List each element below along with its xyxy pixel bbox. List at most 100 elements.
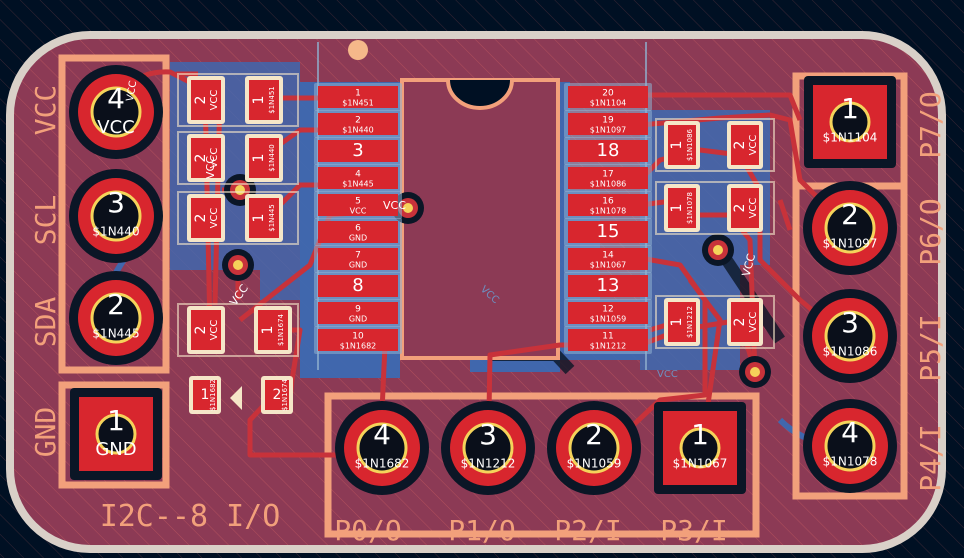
ic-pad-number: 13 <box>597 275 620 296</box>
ic-pad-number: 7 <box>355 251 361 261</box>
ic-pad-4[interactable]: 4$1N445 <box>314 164 402 192</box>
bottom_header-pad-number: 3 <box>479 418 497 451</box>
smd-pad-number: 2 <box>273 387 282 403</box>
ic-pad-20[interactable]: 20$1N1104 <box>564 83 652 111</box>
smd-pad-number: 1 <box>669 204 685 213</box>
bottom_header-pad-number: 2 <box>585 418 603 451</box>
bottom_header-pad-3[interactable]: 3$1N1212 <box>441 401 535 495</box>
smd-pad[interactable]: 1$1N1212 <box>664 298 700 346</box>
bottom_header-pad-1[interactable]: 1$1N1067 <box>654 402 746 494</box>
smd-pad[interactable]: 2$1N1674 <box>261 376 293 414</box>
left_header-pad-3[interactable]: 3$1N440 <box>69 169 163 263</box>
ic-pad-15[interactable]: 15 <box>564 218 652 246</box>
silk-sda: SDA <box>29 297 62 348</box>
net-label-vcc-header: VCC <box>125 80 139 102</box>
ic-pad-net: $1N1682 <box>340 342 377 351</box>
ic-pad-number: 15 <box>597 221 620 242</box>
smd-pad-net: $1N451 <box>268 86 276 114</box>
right_header-pad-number: 3 <box>841 306 859 339</box>
ic-pad-10[interactable]: 10$1N1682 <box>314 326 402 354</box>
smd-pad[interactable]: 1$1N1682 <box>189 376 221 414</box>
smd-pad[interactable]: 1$1N440 <box>245 134 283 182</box>
ic-pad-net: $1N1067 <box>590 261 627 270</box>
ic-pad-1[interactable]: 1$1N451 <box>314 83 402 111</box>
smd-pad[interactable]: 1$1N451 <box>245 76 283 124</box>
left_header-pad-number: 1 <box>107 404 125 437</box>
smd-pad-number: 1 <box>201 387 210 403</box>
ic-pad-19[interactable]: 19$1N1097 <box>564 110 652 138</box>
smd-pad[interactable]: 1$1N1086 <box>664 121 700 169</box>
ic-body <box>400 78 560 360</box>
ic-pad-13[interactable]: 13 <box>564 272 652 300</box>
right_header-pad-2[interactable]: 2$1N1097 <box>803 181 897 275</box>
left_header-pad-2[interactable]: 2$1N445 <box>69 271 163 365</box>
ic-pads: 1$1N4512$1N44034$1N4455VCC6GND7GND89GND1… <box>314 83 652 354</box>
silk-p5: P5/I <box>914 314 947 381</box>
ic-pad-net: $1N1097 <box>590 126 627 135</box>
ic-pad-number: 20 <box>602 89 614 99</box>
ic-pad-8[interactable]: 8 <box>314 272 402 300</box>
smd-pad-number: 2 <box>193 326 209 335</box>
smd-part-left-4 <box>177 303 299 357</box>
ic-pad-3[interactable]: 3 <box>314 137 402 165</box>
right_header-pad-net: $1N1086 <box>823 345 878 359</box>
ic-pad-net: GND <box>349 315 367 324</box>
ic-pad-2[interactable]: 2$1N440 <box>314 110 402 138</box>
smd-pad-net: VCC <box>748 312 759 333</box>
bottom_header-pad-2[interactable]: 2 $1N1059 <box>547 401 641 495</box>
silk-gnd: GND <box>29 407 62 458</box>
right_header-pad-number: 1 <box>841 92 859 125</box>
right_header-pad-1[interactable]: 1$1N1104 <box>804 76 896 168</box>
smd-pad[interactable]: 1$1N445 <box>245 194 283 242</box>
ic-pad-net: $1N451 <box>342 99 373 108</box>
smd-pad-net: $1N445 <box>268 204 276 232</box>
right_header-pad-3[interactable]: 3 $1N1086 <box>803 289 897 383</box>
smd-pad-net: VCC <box>748 198 759 219</box>
right_header-pad-net: $1N1078 <box>823 455 878 469</box>
smd-pad-number: 2 <box>732 318 748 327</box>
ic-pad-16[interactable]: 16$1N1078 <box>564 191 652 219</box>
bottom_header-pad-net: $1N1059 <box>567 457 622 471</box>
ic-pad-number: 11 <box>602 332 613 342</box>
ic-pad-11[interactable]: 11$1N1212 <box>564 326 652 354</box>
ic-pad-net: $1N1104 <box>590 99 627 108</box>
ic-pad-12[interactable]: 12$1N1059 <box>564 299 652 327</box>
smd-pad-net: VCC <box>209 148 220 169</box>
header-pads: 4VCC3$1N4402$1N4451GND1$1N11042$1N10973$… <box>69 65 897 495</box>
ic-pad-18[interactable]: 18 <box>564 137 652 165</box>
net-label-vcc-trace4: VCC <box>740 252 759 278</box>
ic-pad-net: $1N1212 <box>590 342 627 351</box>
right_header-pad-4[interactable]: 4$1N1078 <box>803 399 897 493</box>
smd-pad[interactable]: 1$1N1078 <box>664 184 700 232</box>
smd-pad-number: 1 <box>251 214 267 223</box>
silk-vcc: VCC <box>29 85 62 136</box>
smd-pad-number: 2 <box>732 141 748 150</box>
ic-pad-number: 14 <box>602 251 614 261</box>
bottom_header-pad-4[interactable]: 4$1N1682 <box>335 401 429 495</box>
smd-part-left-3 <box>177 191 299 245</box>
silk-p3: P3/I <box>660 514 727 547</box>
ic-pad-net: GND <box>349 234 367 243</box>
ic-pad-17[interactable]: 17$1N1086 <box>564 164 652 192</box>
smd-part-left-1 <box>177 73 299 127</box>
smd-pad-number: 1 <box>260 326 276 335</box>
ic-pad-14[interactable]: 14$1N1067 <box>564 245 652 273</box>
smd-pad-number: 2 <box>193 214 209 223</box>
smd-pad[interactable]: 1$1N1674 <box>254 306 292 354</box>
smd-part-right-2 <box>655 181 775 235</box>
